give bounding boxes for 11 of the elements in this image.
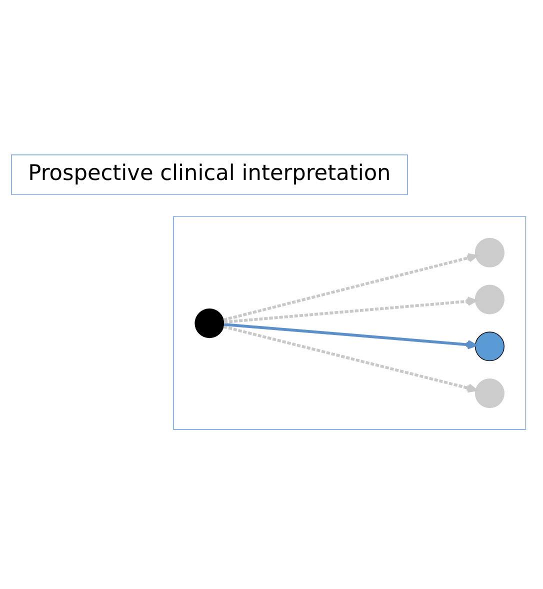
node-box: Prospective clinical interpretation [11,154,408,194]
node-circle [474,378,504,408]
arrow [224,296,477,324]
arrow [223,324,477,392]
arrow [223,252,478,321]
node-circle [194,308,224,338]
node-circle [474,284,504,314]
arrow [224,322,477,349]
node-circle [474,331,504,361]
node-circle [474,237,504,267]
cluster [173,216,526,430]
